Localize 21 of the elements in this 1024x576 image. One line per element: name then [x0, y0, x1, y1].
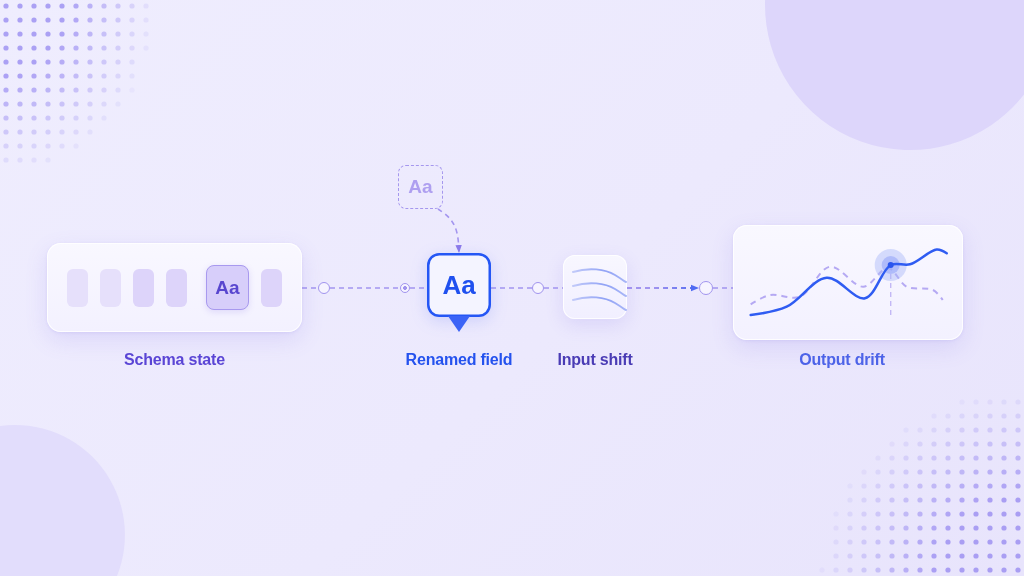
- font-sample-text: Aa: [442, 272, 476, 298]
- dashed-connector: [490, 287, 533, 289]
- dashed-field-tag: Aa: [398, 165, 443, 209]
- junction-circle: [318, 282, 330, 294]
- dashed-connector: [329, 287, 401, 289]
- junction-circle: [400, 283, 410, 293]
- highlighted-field-slot: Aa: [206, 265, 249, 310]
- junction-circle: [699, 281, 713, 295]
- dashed-connector: [543, 287, 564, 289]
- node-label: Schema state: [124, 351, 225, 369]
- dashed-arrow: [437, 208, 462, 254]
- dashed-connector: [301, 287, 319, 289]
- field-slot: [261, 269, 282, 307]
- field-slot: [133, 269, 154, 307]
- node-label: Output drift: [799, 351, 885, 369]
- node-label: Renamed field: [405, 351, 513, 369]
- node-label: Input shift: [557, 351, 633, 369]
- field-slot: [166, 269, 187, 307]
- junction-circle: [532, 282, 544, 294]
- dashed-connector: [712, 287, 734, 289]
- motion-arrow: [626, 284, 700, 292]
